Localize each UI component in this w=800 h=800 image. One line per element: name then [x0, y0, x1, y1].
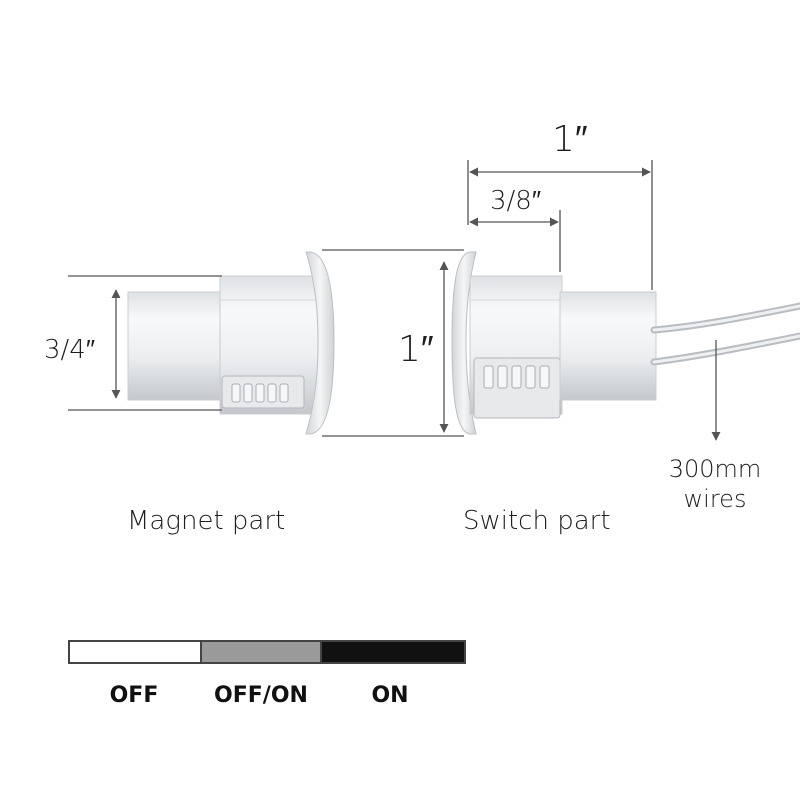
legend-label-on: ON [371, 683, 409, 708]
legend-bar-off [68, 640, 202, 664]
legend-label-off: OFF [109, 683, 159, 708]
wires-text: wires [683, 485, 747, 513]
switch-part [451, 251, 800, 435]
wires [650, 302, 800, 366]
magnet-diameter-label: 3/4″ [44, 335, 96, 365]
flange-diameter-label: 1″ [398, 329, 434, 370]
dimension-lines [68, 160, 721, 441]
overall-length-label: 1″ [552, 119, 588, 160]
magnet-part [127, 251, 335, 435]
magnet-part-label: Magnet part [127, 506, 286, 536]
wires-length: 300mm [668, 455, 762, 483]
switch-flange [451, 251, 477, 435]
magnet-clip-ribs [231, 383, 289, 403]
magnet-flange [305, 251, 335, 435]
magnet-tip [127, 291, 227, 401]
legend-bar-offon [200, 640, 322, 664]
legend-bar-on [320, 640, 466, 664]
switch-clip-ribs [483, 365, 550, 389]
switch-offset-label: 3/8″ [490, 186, 542, 216]
switch-part-label: Switch part [463, 506, 611, 536]
switch-rear [559, 291, 657, 401]
wires-label: 300mm wires [660, 454, 770, 514]
legend-label-offon: OFF/ON [214, 683, 308, 708]
